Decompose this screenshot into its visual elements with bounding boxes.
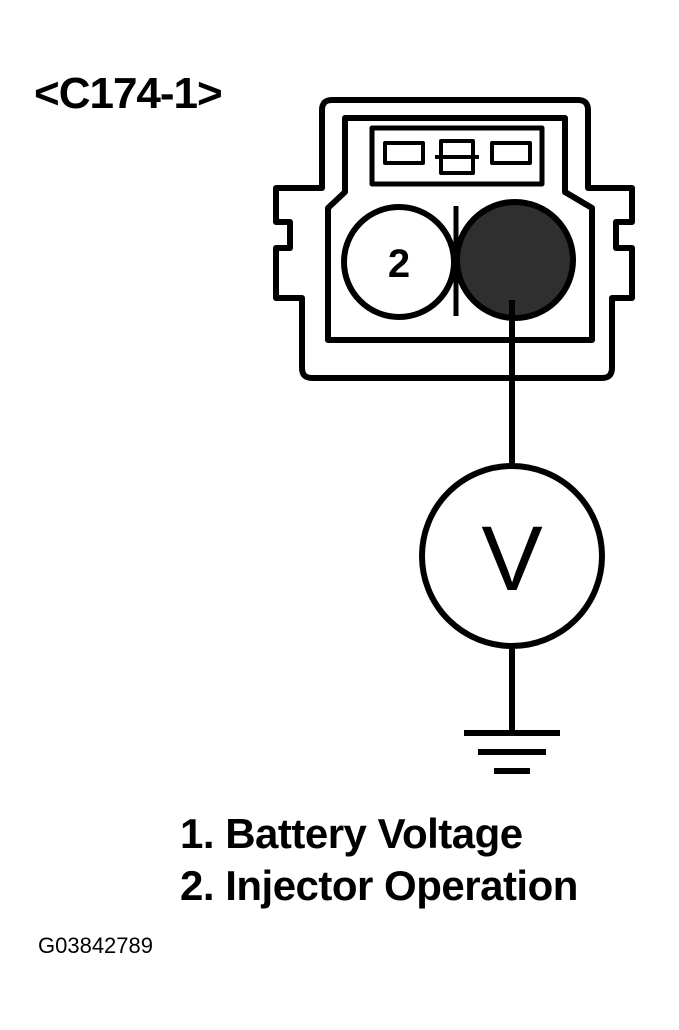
pin-legend: 1. Battery Voltage 2. Injector Operation [180, 808, 578, 912]
connector-housing-outer [273, 97, 635, 381]
connector-id-label: <C174-1> [34, 69, 223, 118]
voltmeter-symbol: V [481, 508, 542, 610]
legend-item-injector-operation: 2. Injector Operation [180, 862, 578, 909]
figure-code: G03842789 [38, 933, 153, 958]
connector-housing-inner [325, 115, 595, 343]
pin-2-terminal [341, 204, 457, 320]
lock-tab-slot-right [490, 141, 532, 165]
ground-icon [464, 730, 560, 774]
legend-item-battery-voltage: 1. Battery Voltage [180, 810, 523, 857]
pin-2-label: 2 [388, 242, 410, 286]
lock-tab-slot-left [383, 141, 425, 165]
connector-lock-tab [369, 125, 545, 187]
